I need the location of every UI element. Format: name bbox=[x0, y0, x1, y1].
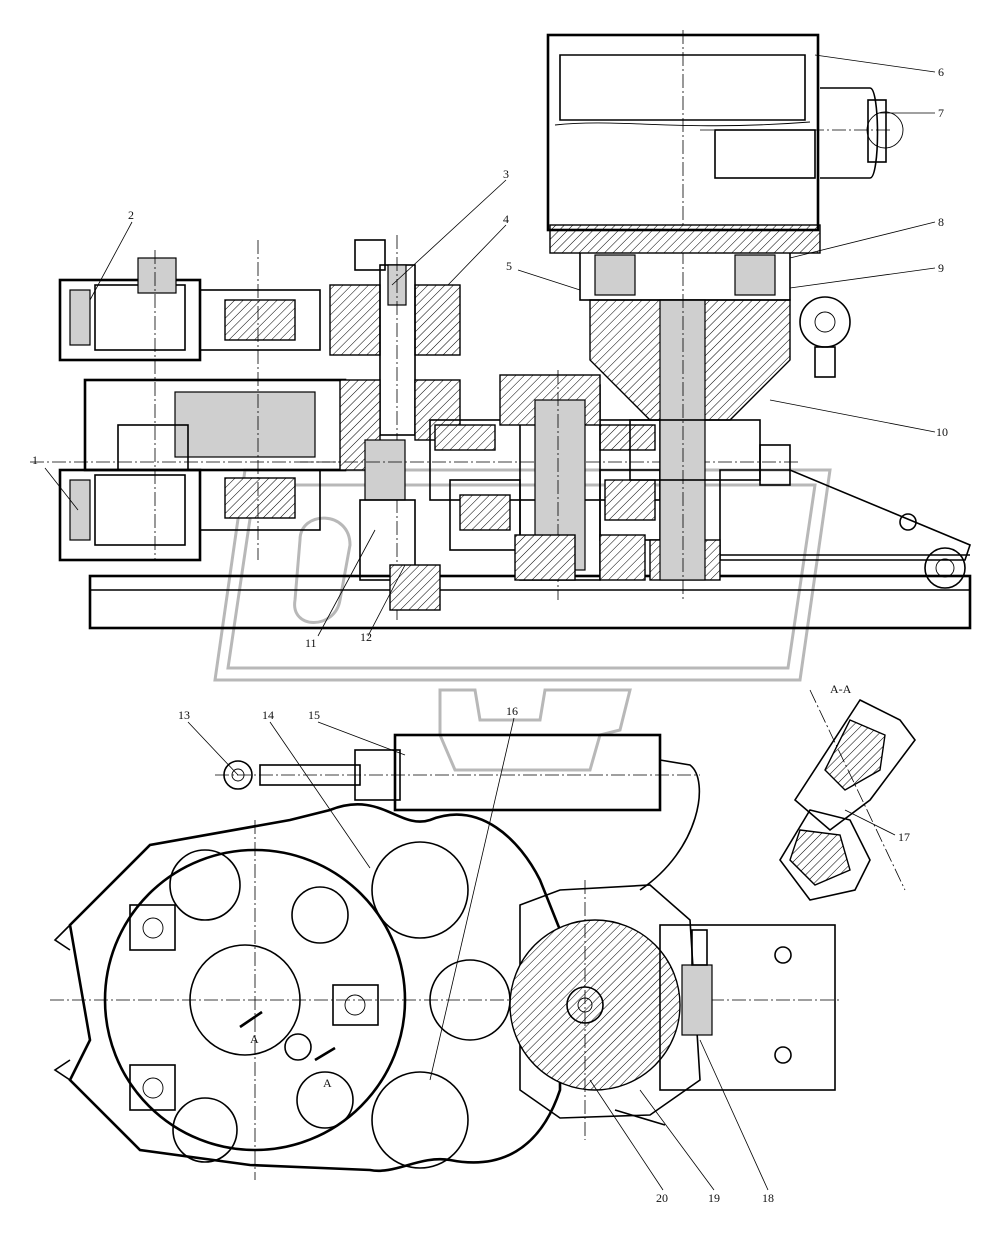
callout-8: 8 bbox=[938, 215, 944, 229]
callout-9: 9 bbox=[938, 261, 944, 275]
watermark-logo bbox=[213, 468, 832, 772]
leader-lines bbox=[44, 54, 936, 1191]
callout-labels: 1 2 3 4 5 6 7 8 9 10 11 12 13 14 15 16 1… bbox=[32, 65, 948, 1205]
callout-15: 15 bbox=[308, 708, 320, 722]
section-a-a-view bbox=[779, 689, 916, 901]
callout-3: 3 bbox=[503, 167, 509, 181]
callout-17: 17 bbox=[898, 830, 910, 844]
callout-10: 10 bbox=[936, 425, 948, 439]
callout-2: 2 bbox=[128, 208, 134, 222]
section-mark-a-right: А bbox=[323, 1076, 332, 1090]
callout-7: 7 bbox=[938, 106, 944, 120]
callout-12: 12 bbox=[360, 630, 372, 644]
callout-11: 11 bbox=[305, 636, 317, 650]
top-section-view bbox=[30, 30, 972, 630]
bottom-plan-view bbox=[50, 733, 840, 1180]
callout-6: 6 bbox=[938, 65, 944, 79]
callout-4: 4 bbox=[503, 212, 509, 226]
callout-20: 20 bbox=[656, 1191, 668, 1205]
callout-13: 13 bbox=[178, 708, 190, 722]
callout-14: 14 bbox=[262, 708, 274, 722]
section-mark-a-left: А bbox=[250, 1032, 259, 1046]
callout-5: 5 bbox=[506, 259, 512, 273]
section-label: А-А bbox=[830, 682, 852, 696]
callout-16: 16 bbox=[506, 704, 518, 718]
callout-19: 19 bbox=[708, 1191, 720, 1205]
callout-1: 1 bbox=[32, 453, 38, 467]
callout-18: 18 bbox=[762, 1191, 774, 1205]
